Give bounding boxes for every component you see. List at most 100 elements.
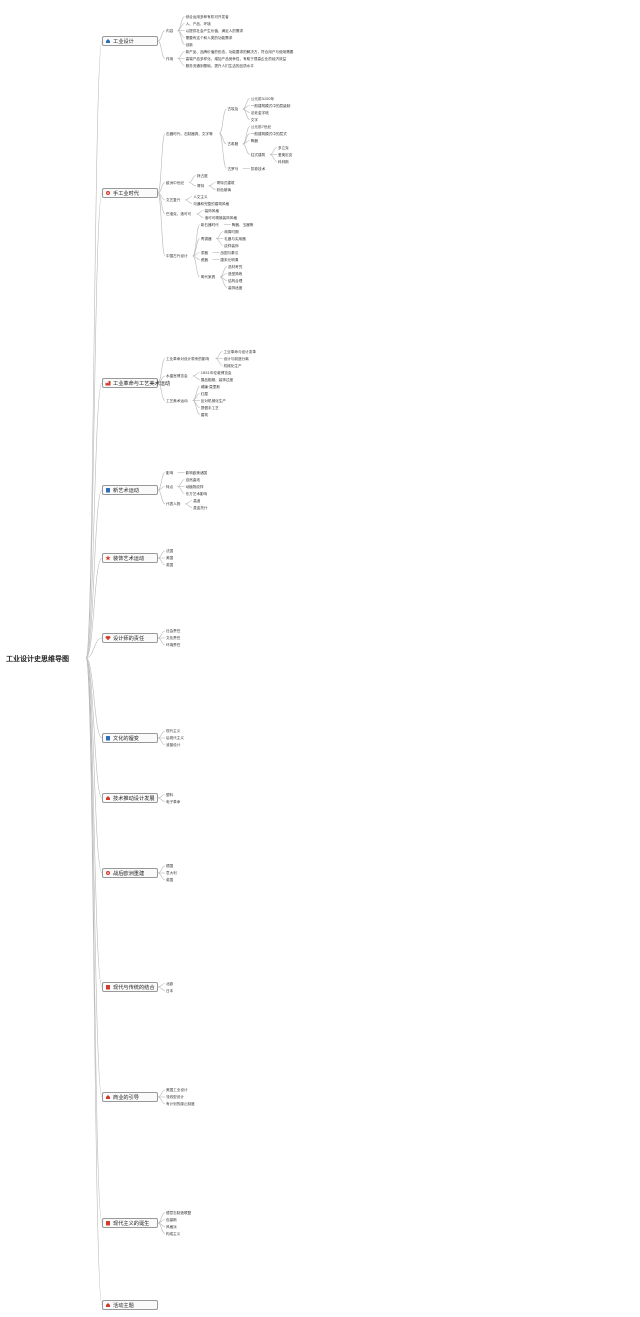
connector-line xyxy=(242,126,250,145)
book-icon xyxy=(105,735,111,741)
topic-label: 设计师的责任 xyxy=(113,636,145,642)
connector-line xyxy=(85,657,103,988)
branch-label: 装饰适度 xyxy=(228,285,243,290)
connector-line xyxy=(192,400,200,415)
branch-label: 拜占庭 xyxy=(197,173,208,178)
connector-line xyxy=(192,255,200,260)
branch-label: 工艺美术运动 xyxy=(166,398,188,403)
branch-label: 工业革命与设计变革 xyxy=(223,349,256,354)
connector-line xyxy=(157,489,166,505)
topic-t5[interactable]: 装饰艺术运动 xyxy=(102,553,158,563)
root-node[interactable]: 工业设计史思维导图 xyxy=(6,655,69,663)
connector-line xyxy=(85,382,103,659)
book-icon xyxy=(105,487,111,493)
branch-label: 洛可可精致装饰风格 xyxy=(204,215,237,220)
connector-line xyxy=(192,255,201,278)
topic-t13[interactable]: 活动主题 xyxy=(102,1300,158,1310)
connector-line xyxy=(216,231,224,239)
book-icon xyxy=(105,984,111,990)
branch-label: 欧洲中世纪 xyxy=(166,180,184,185)
connector-line xyxy=(157,737,166,746)
topic-label: 现代与传统的结合 xyxy=(113,985,155,991)
topic-label: 现代主义的诞生 xyxy=(113,1221,150,1227)
topic-t9[interactable]: 战后欧洲重建 xyxy=(102,868,158,878)
topic-t10[interactable]: 现代与传统的结合 xyxy=(102,982,158,992)
connector-line xyxy=(192,375,200,380)
branch-label: 古希腊 xyxy=(227,142,239,146)
topic-label: 手工业时代 xyxy=(113,191,139,197)
connector-line xyxy=(85,557,103,659)
connector-line xyxy=(85,657,103,739)
branch-label: 展品粗糙、装饰过度 xyxy=(200,377,234,382)
branch-label: 意大利 xyxy=(166,871,177,875)
topic-t2[interactable]: 手工业时代 xyxy=(102,188,158,198)
branch-label: 爱奥尼克 xyxy=(278,152,293,157)
branch-label: 选材考究 xyxy=(228,264,243,269)
branch-label: 拱券技术 xyxy=(250,166,266,171)
topic-t12[interactable]: 现代主义的诞生 xyxy=(102,1218,158,1228)
topic-t7[interactable]: 文化的嬗变 xyxy=(102,733,158,743)
branch-label: 红屋 xyxy=(200,391,208,396)
branch-label: 文化责任 xyxy=(166,636,181,640)
branch-label: 动植物纹样 xyxy=(185,484,204,489)
connector-line xyxy=(185,199,193,204)
connector-line xyxy=(196,210,204,215)
topic-t4[interactable]: 新艺术运动 xyxy=(102,485,158,495)
connector-line xyxy=(219,133,227,145)
connector-line xyxy=(192,372,200,377)
branch-label: 需要有这个和人类的功能需求 xyxy=(185,35,233,40)
connector-line xyxy=(208,182,216,187)
connector-line xyxy=(85,657,103,1098)
topic-label: 商业的引导 xyxy=(113,1095,139,1101)
branch-label: 有计划的废止制度 xyxy=(166,1102,195,1106)
branch-label: 东方艺术影响 xyxy=(185,491,208,496)
branch-label: 流线型设计 xyxy=(166,1095,184,1099)
branch-label: 人文主义 xyxy=(193,194,208,199)
connector-line xyxy=(219,276,228,288)
connector-line xyxy=(215,358,223,366)
branch-label: 巴洛克、洛可可 xyxy=(166,212,192,216)
branch-label: 古罗马 xyxy=(227,166,239,171)
branch-label: 古埃及 xyxy=(227,107,239,111)
connector-line xyxy=(157,182,166,194)
topic-t6[interactable]: 设计师的责任 xyxy=(102,633,158,643)
topic-t1[interactable]: 工业设计 xyxy=(102,36,158,46)
branch-label: 陶器、玉器等 xyxy=(231,222,254,227)
branch-label: 波普设计 xyxy=(166,743,181,747)
connector-line xyxy=(85,657,103,874)
branch-label: 英国 xyxy=(166,878,174,882)
topic-t8[interactable]: 技术推动设计发展 xyxy=(102,793,158,803)
topic-label: 工业革命与工艺美术运动 xyxy=(113,381,171,387)
branch-label: 装饰风格 xyxy=(204,208,219,213)
branch-label: 礼器与实用器 xyxy=(224,236,246,241)
branch-label: 公元前3100年 xyxy=(250,96,275,101)
connector-line xyxy=(85,657,103,1224)
branch-label: 现代主义 xyxy=(166,729,181,733)
branch-label: 环境责任 xyxy=(166,643,181,647)
branch-label: 公元前7世纪 xyxy=(250,124,272,129)
branch-label: 沟通和完整的建筑风格 xyxy=(193,201,230,206)
branch-label: 设计与制造分离 xyxy=(223,356,249,361)
connector-line xyxy=(215,351,223,359)
branch-label: 柱式建筑 xyxy=(250,152,266,157)
connector-line xyxy=(219,108,227,134)
topic-t11[interactable]: 商业的引导 xyxy=(102,1092,158,1102)
branch-label: 科林斯 xyxy=(278,159,289,164)
connector-line xyxy=(177,486,185,494)
branch-label: 新石器时代 xyxy=(200,222,219,227)
branch-label: 中国古代设计 xyxy=(166,254,188,258)
connector-line xyxy=(242,143,250,155)
connector-line xyxy=(157,872,166,881)
connector-line xyxy=(185,196,193,201)
branch-label: 新产品、品牌价值的形态，功能要求的解决方，符合用户与使用需要 xyxy=(185,49,294,54)
branch-label: 哥特式建筑 xyxy=(216,180,235,185)
branch-label: 高迪 xyxy=(193,498,201,503)
connector-line xyxy=(157,358,166,384)
connector-line xyxy=(157,40,166,59)
connector-line xyxy=(157,730,166,739)
topic-t3[interactable]: 工业革命与工艺美术运动 xyxy=(102,378,170,388)
home-icon xyxy=(105,1302,111,1308)
connector-line xyxy=(85,657,103,799)
connector-line xyxy=(157,865,166,874)
